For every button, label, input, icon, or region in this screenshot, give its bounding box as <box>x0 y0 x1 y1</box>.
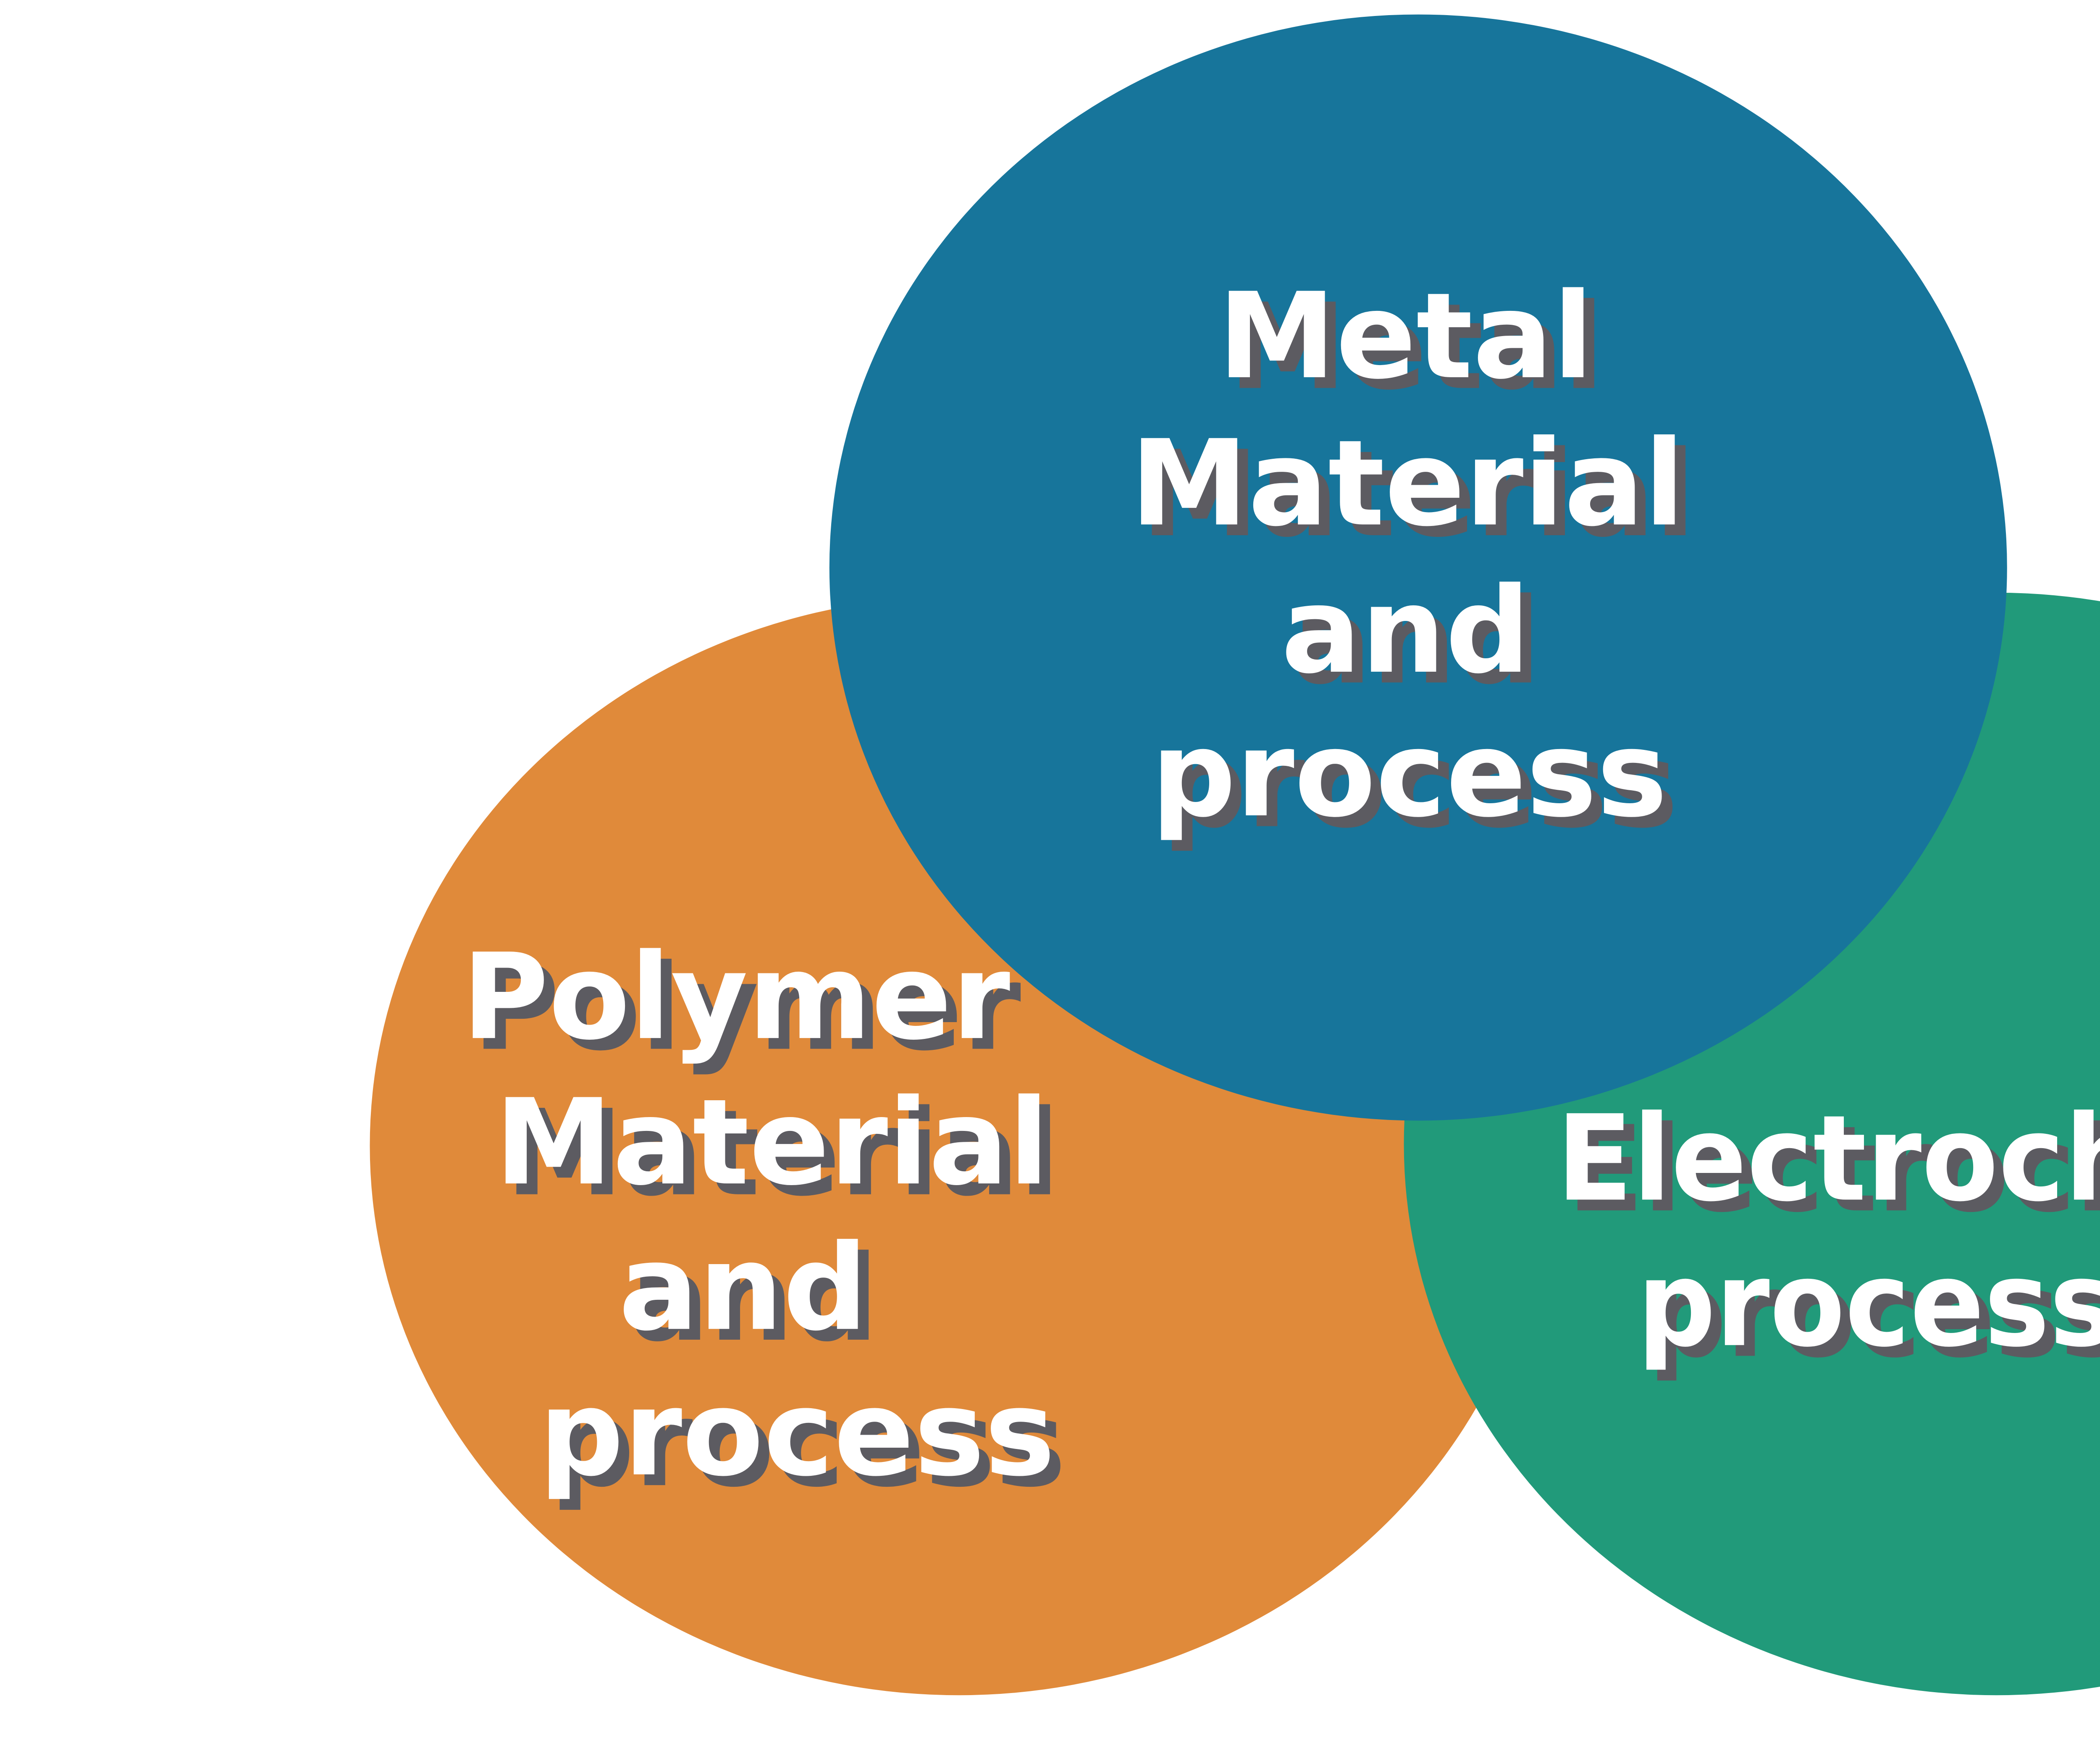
svg-text:process: process <box>1162 716 1678 854</box>
svg-text:and: and <box>630 1230 879 1368</box>
polymer-label-line-1: Polymer <box>462 928 1011 1066</box>
svg-text:Material: Material <box>506 1084 1060 1223</box>
electrochemical-label-line-2: process <box>1637 1235 2100 1373</box>
svg-text:Polymer: Polymer <box>472 939 1021 1077</box>
metal-circle-group <box>829 14 2007 1121</box>
svg-text:Material: Material <box>1130 414 1685 552</box>
electrochemical-label-line-2-shadow: process <box>1648 1246 2100 1384</box>
svg-text:Polymer: Polymer <box>462 928 1011 1066</box>
svg-text:process: process <box>539 1364 1055 1502</box>
metal-label-line-3: and <box>1281 562 1530 700</box>
metal-label-line-4-shadow: process <box>1162 716 1678 854</box>
polymer-label-line-3-shadow: and <box>630 1230 879 1368</box>
svg-text:Electrochemical: Electrochemical <box>1557 1090 2100 1228</box>
svg-text:process: process <box>550 1375 1066 1513</box>
svg-text:Metal: Metal <box>1228 278 1604 416</box>
svg-text:process: process <box>1151 705 1667 844</box>
electrochemical-label: Electrochemical Electrochemical process … <box>1557 1090 2100 1384</box>
electrochemical-label-line-1: Electrochemical <box>1557 1090 2100 1228</box>
metal-circle <box>829 14 2007 1121</box>
metal-label-line-4: process <box>1151 705 1667 844</box>
metal-label-line-1: Metal <box>1218 267 1593 405</box>
polymer-label-line-1-shadow: Polymer <box>472 939 1021 1077</box>
polymer-label-line-2-shadow: Material <box>506 1084 1060 1223</box>
polymer-label: Polymer Polymer Material Material and an… <box>462 928 1066 1513</box>
electrochemical-label-line-1-shadow: Electrochemical <box>1567 1100 2100 1238</box>
svg-text:Electrochemical: Electrochemical <box>1567 1100 2100 1238</box>
svg-text:Metal: Metal <box>1218 267 1593 405</box>
polymer-label-line-3: and <box>619 1219 868 1357</box>
svg-text:and: and <box>1281 562 1530 700</box>
metal-label-line-2-shadow: Material <box>1141 425 1696 563</box>
metal-label-line-1-shadow: Metal <box>1228 278 1604 416</box>
svg-text:process: process <box>1648 1246 2100 1384</box>
svg-text:and: and <box>619 1219 868 1357</box>
svg-text:process: process <box>1637 1235 2100 1373</box>
metal-label-line-2: Material <box>1130 414 1685 552</box>
polymer-label-line-2: Material <box>495 1073 1049 1212</box>
svg-text:and: and <box>1292 573 1541 711</box>
metal-label-line-3-shadow: and <box>1292 573 1541 711</box>
metal-label: Metal Metal Material Material and and pr… <box>1130 267 1696 854</box>
svg-text:Material: Material <box>495 1073 1049 1212</box>
polymer-label-line-4-shadow: process <box>550 1375 1066 1513</box>
svg-text:Material: Material <box>1141 425 1696 563</box>
polymer-label-line-4: process <box>539 1364 1055 1502</box>
